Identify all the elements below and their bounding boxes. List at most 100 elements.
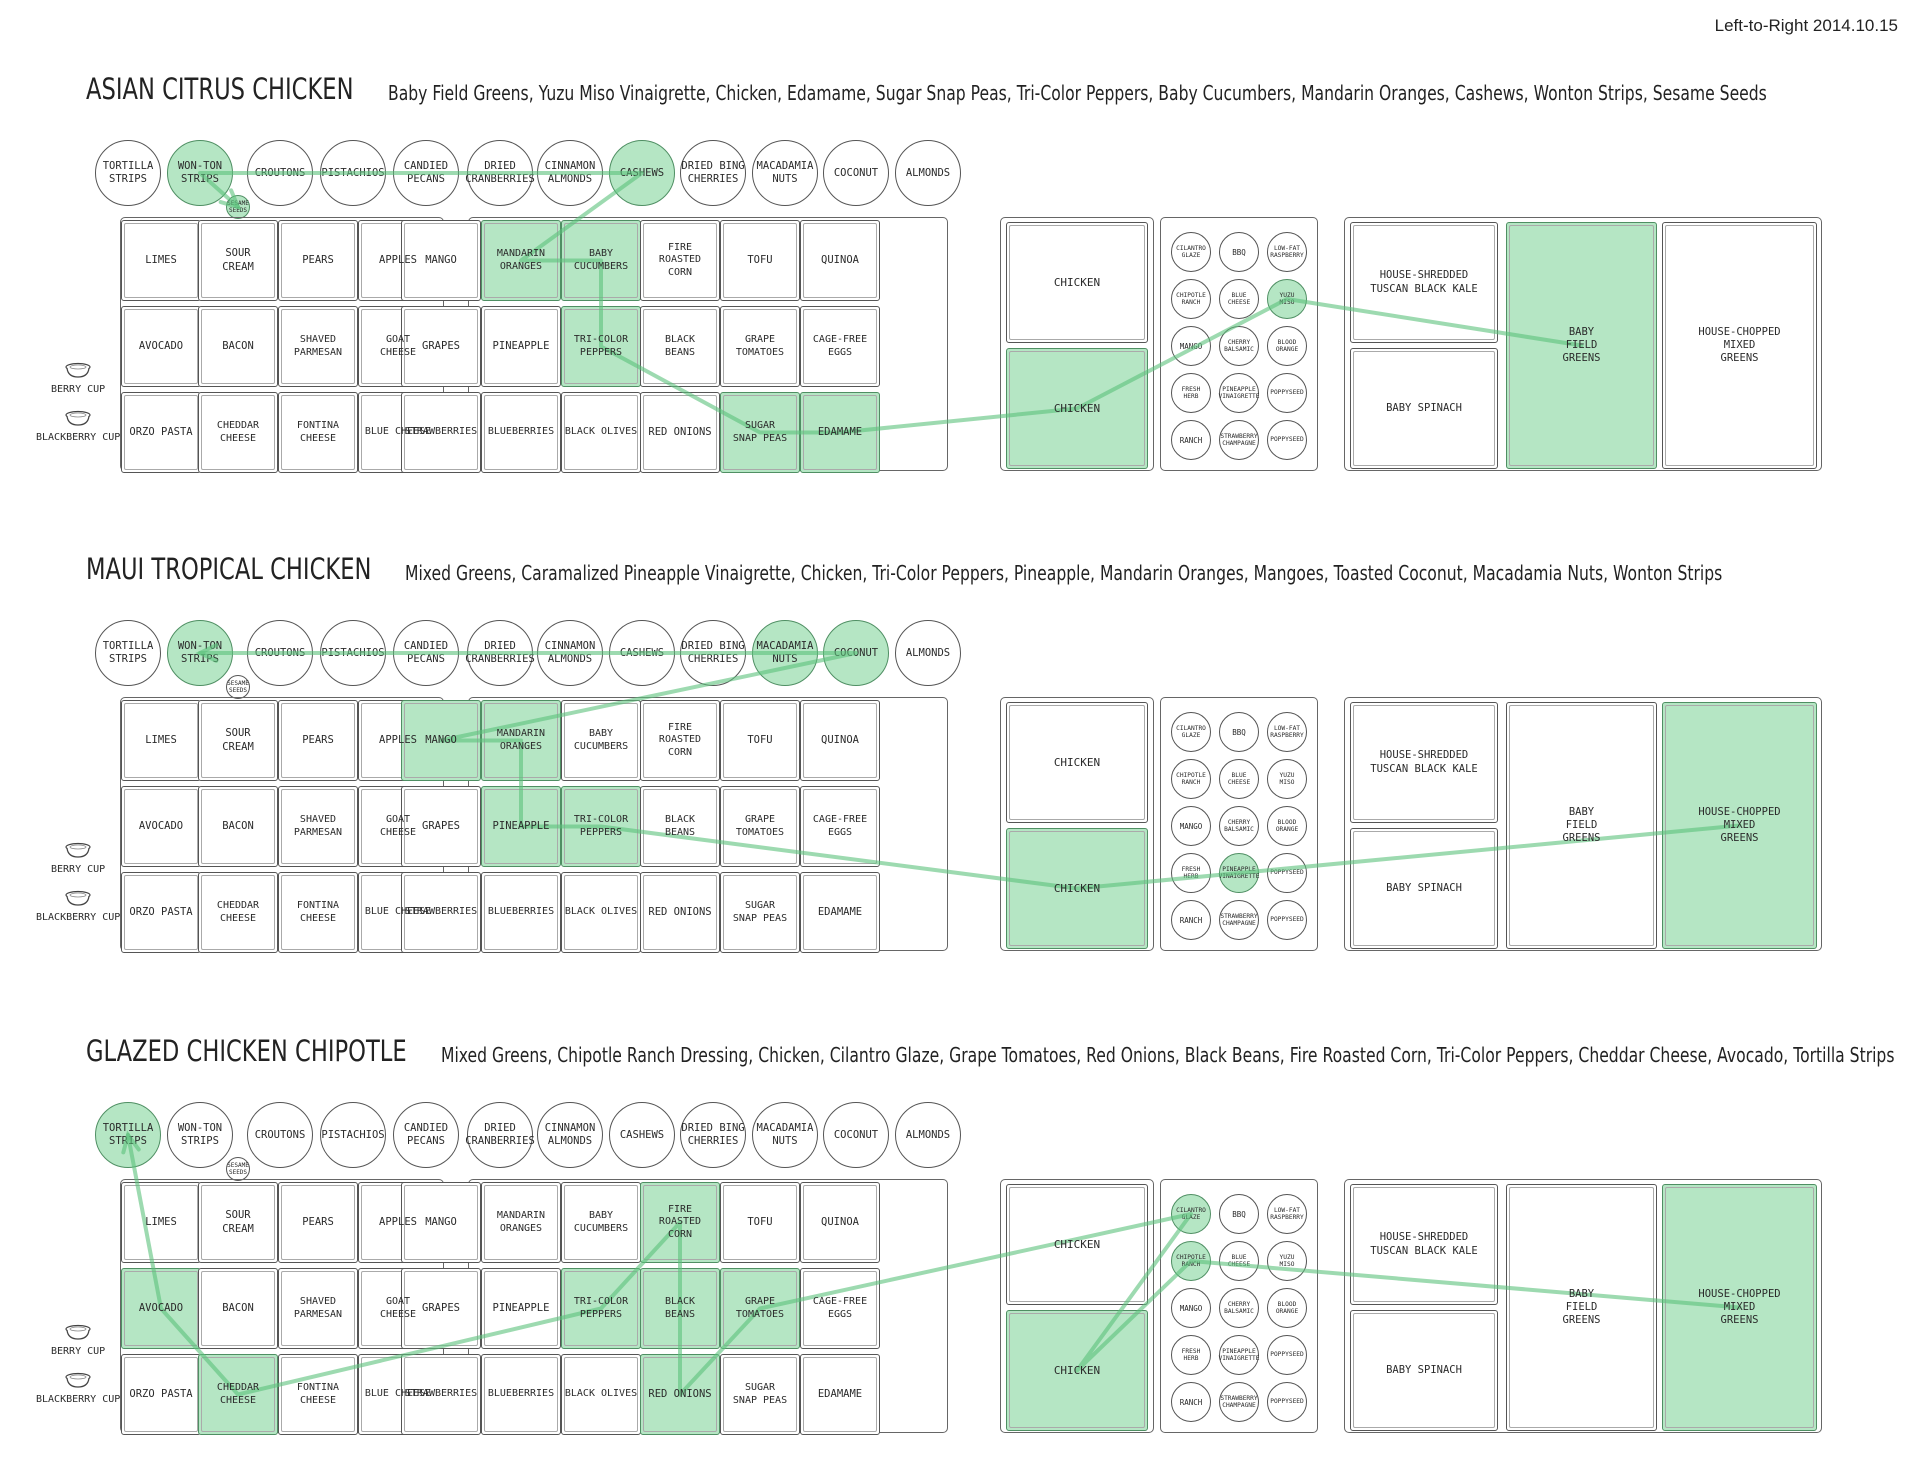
- well-label: YUZU MISO: [1279, 291, 1295, 306]
- bin-label: GOAT CHEESE: [379, 814, 417, 838]
- bin-fire-roasted-corn: FIRE ROASTED CORN: [640, 700, 720, 781]
- well-poppyseed: POPPYSEED: [1267, 1335, 1307, 1375]
- well-poppyseed: POPPYSEED: [1267, 373, 1307, 413]
- well-dried-cranberries: DRIED CRANBERRIES: [465, 140, 535, 206]
- bin-avocado: AVOCADO: [121, 786, 201, 867]
- bin-label: FIRE ROASTED CORN: [658, 241, 702, 278]
- bin-quinoa: QUINOA: [800, 700, 880, 781]
- bin-label: FONTINA CHEESE: [296, 1382, 340, 1406]
- well-yuzu-miso: YUZU MISO: [1267, 759, 1307, 799]
- bin-label: EDAMAME: [817, 905, 863, 918]
- cup-icon: [65, 1324, 91, 1340]
- bin-mandarin-oranges: MANDARIN ORANGES: [481, 220, 561, 301]
- bin-red-onions: RED ONIONS: [640, 872, 720, 953]
- bin-black-olives: BLACK OLIVES: [561, 392, 641, 473]
- well-label: CILANTRO GLAZE: [1176, 724, 1206, 739]
- well-pistachios: PISTACHIOS: [320, 620, 386, 686]
- well-label: PISTACHIOS: [321, 166, 385, 179]
- bin-label: RED ONIONS: [648, 1387, 712, 1400]
- bin-pineapple: PINEAPPLE: [481, 1268, 561, 1349]
- bin-tofu: TOFU: [720, 700, 800, 781]
- well-label: BLOOD ORANGE: [1275, 1300, 1299, 1315]
- bin-label: STRAWBERRIES: [404, 426, 478, 438]
- well-label: CHERRY BALSAMIC: [1224, 338, 1254, 353]
- bin-baby-spinach: BABY SPINACH: [1350, 1310, 1498, 1431]
- bin-grape-tomatoes: GRAPE TOMATOES: [720, 306, 800, 387]
- well-label: CILANTRO GLAZE: [1176, 1206, 1206, 1221]
- bin-chicken: CHICKEN: [1006, 828, 1148, 949]
- well-blood-orange: BLOOD ORANGE: [1267, 326, 1307, 366]
- bin-sugar-snap-peas: SUGAR SNAP PEAS: [720, 1354, 800, 1435]
- bin-chicken: CHICKEN: [1006, 1184, 1148, 1305]
- well-label: PISTACHIOS: [321, 646, 385, 659]
- well-label: FRESH HERB: [1181, 865, 1201, 880]
- bin-black-beans: BLACK BEANS: [640, 1268, 720, 1349]
- well-label: DRIED CRANBERRIES: [465, 1122, 535, 1147]
- well-cinnamon-almonds: CINNAMON ALMONDS: [537, 140, 603, 206]
- bin-sour-cream: SOUR CREAM: [198, 700, 278, 781]
- well-label: POPPYSEED: [1270, 436, 1304, 444]
- bin-label: RED ONIONS: [648, 905, 712, 918]
- cup-label: BLACKBERRY CUP: [36, 912, 121, 923]
- bin-label: GRAPES: [422, 1301, 460, 1314]
- bin-cheddar-cheese: CHEDDAR CHEESE: [198, 872, 278, 953]
- bin-sour-cream: SOUR CREAM: [198, 220, 278, 301]
- well-pineapple-vinaigrette: PINEAPPLE VINAIGRETTE: [1219, 853, 1260, 893]
- well-label: YUZU MISO: [1279, 1253, 1295, 1268]
- well-label: CILANTRO GLAZE: [1176, 244, 1206, 259]
- well-dried-cranberries: DRIED CRANBERRIES: [465, 620, 535, 686]
- well-mango: MANGO: [1171, 1288, 1211, 1328]
- well-label: WON-TON STRIPS: [177, 1122, 223, 1147]
- bin-house-chopped-mixed-greens: HOUSE-CHOPPED MIXED GREENS: [1662, 702, 1817, 949]
- bin-chicken: CHICKEN: [1006, 222, 1148, 343]
- bin-label: QUINOA: [821, 733, 859, 746]
- well-label: MANGO: [1179, 341, 1203, 351]
- bin-label: STRAWBERRIES: [404, 906, 478, 918]
- bin-label: TRI-COLOR PEPPERS: [573, 814, 629, 838]
- well-low-fat-raspberry: LOW-FAT RASPBERRY: [1267, 712, 1307, 752]
- bin-bacon: BACON: [198, 786, 278, 867]
- well-candied-pecans: CANDIED PECANS: [393, 140, 459, 206]
- well-label: ALMONDS: [905, 1128, 951, 1141]
- bin-label: BLACK BEANS: [664, 334, 696, 358]
- bin-label: SOUR CREAM: [222, 727, 254, 753]
- bin-label: BACON: [222, 339, 254, 352]
- bin-strawberries: STRAWBERRIES: [401, 872, 481, 953]
- well-label: DRIED CRANBERRIES: [465, 640, 535, 665]
- bin-fire-roasted-corn: FIRE ROASTED CORN: [640, 220, 720, 301]
- well-label: CANDIED PECANS: [403, 1122, 449, 1147]
- well-blood-orange: BLOOD ORANGE: [1267, 1288, 1307, 1328]
- well-macadamia-nuts: MACADAMIA NUTS: [752, 1102, 818, 1168]
- bin-cheddar-cheese: CHEDDAR CHEESE: [198, 392, 278, 473]
- well-label: SESAME SEEDS: [227, 199, 249, 214]
- bin-label: FIRE ROASTED CORN: [658, 1203, 702, 1240]
- well-low-fat-raspberry: LOW-FAT RASPBERRY: [1267, 232, 1307, 272]
- well-label: TORTILLA STRIPS: [102, 640, 154, 665]
- well-label: BBQ: [1232, 1209, 1246, 1219]
- well-croutons: CROUTONS: [247, 1102, 313, 1168]
- well-label: BLOOD ORANGE: [1275, 818, 1299, 833]
- well-almonds: ALMONDS: [895, 620, 961, 686]
- bin-label: PINEAPPLE: [492, 339, 550, 352]
- well-label: STRAWBERRY CHAMPAGNE: [1220, 912, 1258, 927]
- bin-cage-free-eggs: CAGE-FREE EGGS: [800, 306, 880, 387]
- bin-label: BLUE CHEESE: [364, 906, 432, 918]
- well-low-fat-raspberry: LOW-FAT RASPBERRY: [1267, 1194, 1307, 1234]
- bin-label: SUGAR SNAP PEAS: [732, 900, 788, 924]
- bin-label: TRI-COLOR PEPPERS: [573, 334, 629, 358]
- bin-label: GRAPES: [422, 819, 460, 832]
- bin-label: BABY CUCUMBERS: [573, 1210, 629, 1234]
- bin-black-olives: BLACK OLIVES: [561, 872, 641, 953]
- bin-fontina-cheese: FONTINA CHEESE: [278, 872, 358, 953]
- well-label: MACADAMIA NUTS: [756, 640, 814, 665]
- bin-label: CHEDDAR CHEESE: [216, 1382, 260, 1406]
- well-label: CHIPOTLE RANCH: [1176, 771, 1206, 786]
- bin-label: GOAT CHEESE: [379, 334, 417, 358]
- bin-label: SHAVED PARMESAN: [293, 334, 343, 358]
- bin-label: CHICKEN: [1053, 881, 1101, 895]
- well-label: CINNAMON ALMONDS: [544, 160, 596, 185]
- well-label: BLUE CHEESE: [1227, 771, 1251, 786]
- well-label: CHIPOTLE RANCH: [1176, 291, 1206, 306]
- bin-label: BLUEBERRIES: [487, 906, 555, 918]
- well-label: LOW-FAT RASPBERRY: [1270, 1206, 1304, 1221]
